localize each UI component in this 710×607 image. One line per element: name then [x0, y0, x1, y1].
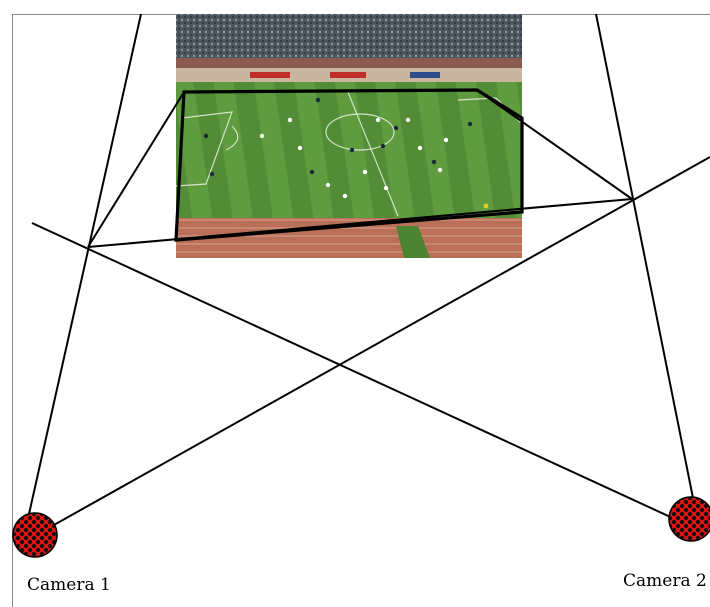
player	[437, 167, 443, 173]
player	[287, 117, 293, 123]
player	[325, 182, 331, 188]
projection-lines	[28, 13, 710, 531]
player	[380, 143, 386, 149]
player	[349, 147, 355, 153]
player	[417, 145, 423, 151]
left-penalty-arc	[225, 125, 239, 151]
camera-2-label: Camera 2	[623, 571, 707, 591]
camera-1-marker	[12, 512, 58, 558]
field-left-projection-bottom	[87, 198, 633, 248]
player	[405, 117, 411, 123]
camera-2-circle	[668, 496, 710, 542]
player	[259, 133, 265, 139]
player	[383, 185, 389, 191]
field-left-projection-top	[87, 91, 185, 248]
scene-frame-left	[12, 14, 13, 607]
player	[362, 169, 368, 175]
player	[209, 171, 215, 177]
player	[297, 145, 303, 151]
player	[393, 125, 399, 131]
field-right-projection-top	[476, 89, 633, 200]
halfway-line	[347, 91, 399, 217]
soccer-field-photo	[176, 14, 522, 258]
track-grass-strip	[396, 226, 430, 258]
centre-circle	[325, 113, 395, 151]
player	[203, 133, 209, 139]
camera-2-right-ray	[595, 13, 694, 499]
player	[315, 97, 321, 103]
player	[443, 137, 449, 143]
ad-board-red-1	[250, 72, 290, 78]
stand-crowd	[176, 14, 522, 66]
camera-1-cross-ray	[31, 222, 691, 527]
camera-1-left-ray	[28, 13, 142, 515]
camera-1-circle	[12, 512, 58, 558]
ad-board-red-2	[330, 72, 366, 78]
player	[309, 169, 315, 175]
left-penalty-box	[176, 111, 233, 187]
camera-2-cross-ray	[44, 156, 710, 531]
player	[467, 121, 473, 127]
player	[375, 117, 381, 123]
player	[342, 193, 348, 199]
camera-1-label: Camera 1	[27, 575, 111, 595]
ad-board-blue	[410, 72, 440, 78]
player	[483, 203, 489, 209]
pitch-grass	[176, 82, 522, 232]
camera-2-marker	[668, 496, 710, 542]
stand-rail	[176, 58, 522, 68]
players	[203, 97, 489, 209]
field-outline	[174, 88, 524, 242]
player	[431, 159, 437, 165]
